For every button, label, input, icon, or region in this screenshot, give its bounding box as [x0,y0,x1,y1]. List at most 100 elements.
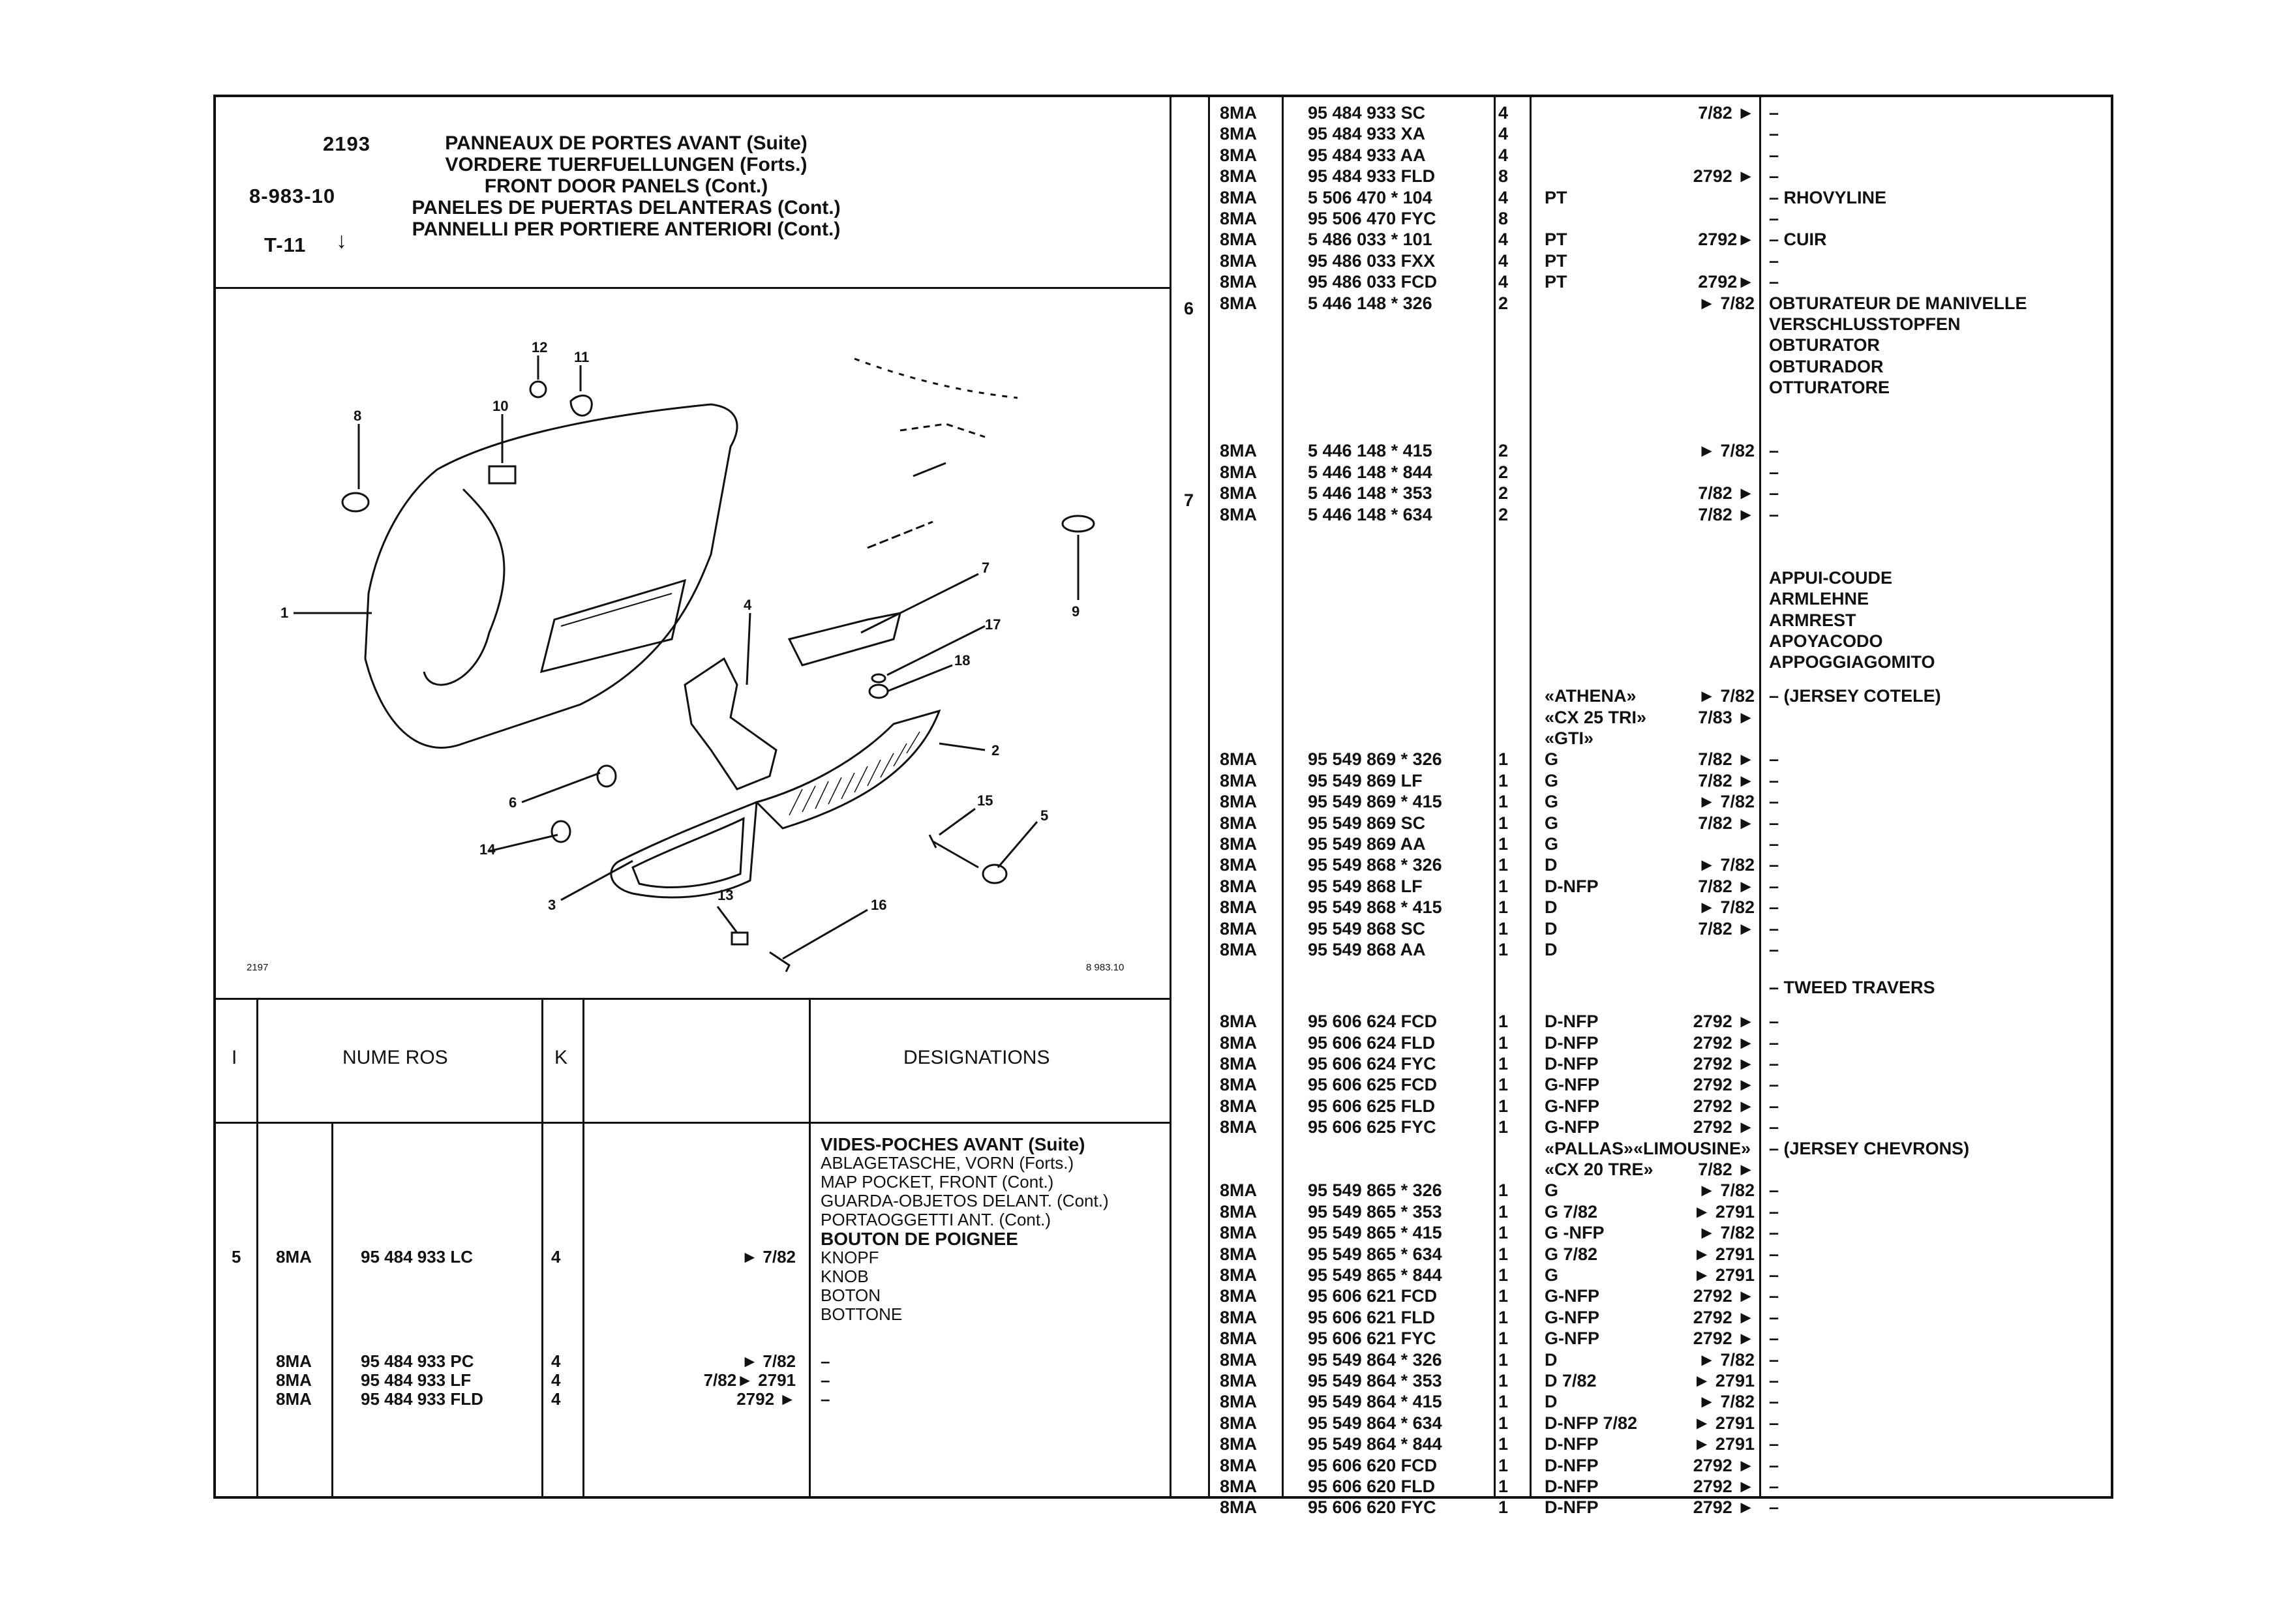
row-date: ► 2791 [1693,1371,1755,1390]
row-k: 1 [1498,1329,1509,1348]
row-k: 4 [1498,272,1509,292]
lt-col3 [541,998,543,1499]
row-fam: 8MA [1220,1012,1258,1031]
title-es: PANELES DE PUERTAS DELANTERAS (Cont.) [412,197,841,218]
row-num: 95 549 869 * 415 [1308,792,1442,811]
table-row: VERSCHLUSSTOPFEN [0,314,2296,335]
row-mod: D-NFP [1545,1012,1599,1031]
row-mod: D 7/82 [1545,1371,1597,1390]
table-row: OBTURATOR [0,335,2296,356]
row-date: ► 2791 [1693,1413,1755,1433]
row-mod: «CX 25 TRI» [1545,708,1647,727]
row-num: 95 549 868 AA [1308,940,1426,959]
row-des: – (JERSEY CHEVRONS) [1769,1139,1970,1158]
row-fam: 8MA [1220,209,1258,228]
row-date: ► 7/82 [1698,1223,1755,1242]
section-line: ABLAGETASCHE, VORN (Forts.) [821,1153,1074,1173]
armrest-shape [787,612,902,667]
row-k: 1 [1498,771,1509,790]
row-num: 95 506 470 FYC [1308,209,1436,228]
screw-15-shape [928,834,979,869]
row-date: 2792 ► [1693,1033,1755,1053]
row-des: – [1769,813,1779,833]
row-des: – [1769,272,1779,292]
item-line: KNOPF [821,1248,879,1267]
row-num: 95 549 864 * 415 [1308,1392,1442,1411]
row-num: 95 549 865 * 634 [1308,1244,1442,1264]
left-item-index: 5 [232,1247,241,1267]
row-date: 7/82 ► [1698,877,1755,896]
number-column-border [1494,95,1496,1499]
row-fam: 8MA [1220,1223,1258,1242]
left-row-num: 95 484 933 LF [361,1370,472,1390]
callout-5: 5 [1040,807,1048,824]
item-line: BOTTONE [821,1304,903,1324]
row-num: 5 506 470 * 104 [1308,188,1432,207]
callout-9: 9 [1072,603,1080,620]
left-row-fam: 8MA [276,1247,312,1267]
row-des: – [1769,1392,1779,1411]
left-row-des: – [821,1389,830,1409]
row-date: 2792 ► [1693,1456,1755,1475]
row-mod: G-NFP [1545,1096,1599,1116]
clip-17-shape [871,673,886,683]
row-des: – [1769,749,1779,769]
row-k: 1 [1498,919,1509,939]
row-fam: 8MA [1220,145,1258,165]
row-date: ► 2791 [1693,1244,1755,1264]
row-des: – [1769,771,1779,790]
row-fam: 8MA [1220,1096,1258,1116]
row-k: 8 [1498,166,1509,186]
row-fam: 8MA [1220,1392,1258,1411]
row-des: – [1769,792,1779,811]
row-des: OBTURATEUR DE MANIVELLE [1769,293,2027,313]
row-k: 4 [1498,251,1509,271]
row-des: – [1769,855,1779,875]
row-mod: PT [1545,188,1567,207]
clip-11-shape [569,395,593,417]
row-num: 95 549 869 LF [1308,771,1423,790]
row-num: 95 549 869 AA [1308,834,1426,854]
left-row-num: 95 484 933 FLD [361,1389,483,1409]
callout-8: 8 [354,408,361,424]
row-date: ► 7/82 [1698,1180,1755,1200]
row-mod: D [1545,919,1558,939]
callout-7: 7 [982,560,989,576]
row-des: OTTURATORE [1769,378,1890,397]
row-fam: 8MA [1220,1477,1258,1496]
row-fam: 8MA [1220,940,1258,959]
row-des: ARMREST [1769,610,1856,630]
left-row-fam: 8MA [276,1389,312,1409]
row-num: 95 549 864 * 326 [1308,1350,1442,1370]
left-row-k: 4 [551,1247,561,1267]
row-des: – [1769,1371,1779,1390]
right-item-index-6: 6 [1184,299,1194,318]
screw-16-shape [769,951,791,972]
row-des: – [1769,1180,1779,1200]
row-des: – TWEED TRAVERS [1769,978,1935,997]
row-fam: 8MA [1220,1244,1258,1264]
row-k: 4 [1498,124,1509,143]
row-k: 2 [1498,293,1509,313]
row-num: 95 606 624 FYC [1308,1054,1436,1074]
row-mod: PT [1545,230,1567,249]
row-fam: 8MA [1220,1497,1258,1517]
catalog-ref: 8-983-10 [249,185,336,207]
row-des: – [1769,1477,1779,1496]
row-k: 1 [1498,1202,1509,1222]
